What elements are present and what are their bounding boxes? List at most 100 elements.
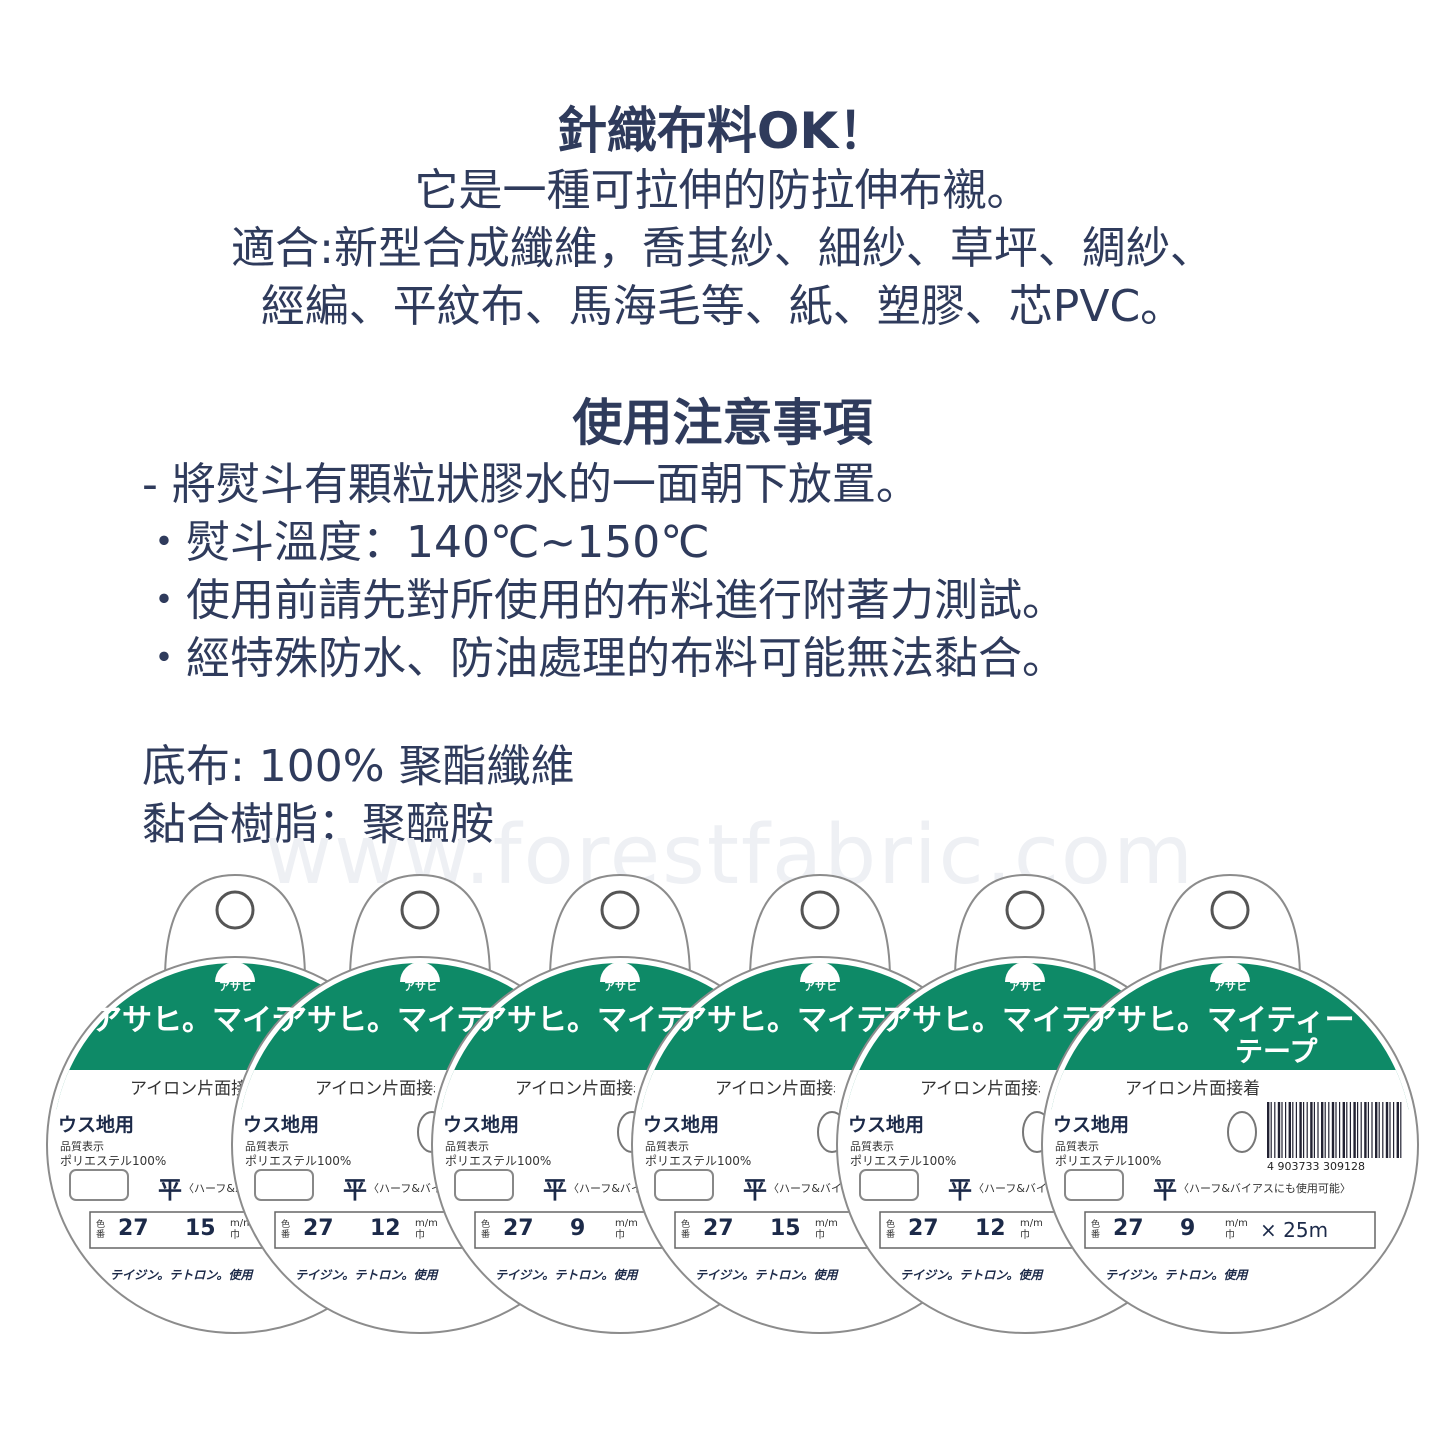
color-number: 27 <box>503 1216 534 1241</box>
sun-logo-icon <box>1005 962 1045 982</box>
hanger-hole <box>215 890 255 930</box>
intro-section: 針織布料OK！ 它是一種可拉伸的防拉伸布襯。 適合:新型合成纖維，喬其紗、細紗、… <box>0 100 1445 336</box>
sun-logo-icon <box>800 962 840 982</box>
color-number-label: 色番 <box>281 1220 291 1240</box>
color-number: 27 <box>908 1216 939 1241</box>
use-label: ウス地用 <box>443 1114 520 1136</box>
sun-logo-icon <box>400 962 440 982</box>
intro-title: 針織布料OK！ <box>556 102 889 160</box>
material-label: ポリエステル100% <box>645 1154 752 1168</box>
flat-label: 平 <box>1153 1176 1177 1204</box>
footer-brand: テイジン。テトロン。使用 <box>110 1268 253 1282</box>
color-number: 27 <box>303 1216 334 1241</box>
notes-item: ・熨斗溫度：140℃~150℃ <box>142 517 710 568</box>
blank-box <box>654 1169 714 1201</box>
flat-label: 平 <box>343 1176 367 1204</box>
notes-item: ・經特殊防水、防油處理的布料可能無法黏合。 <box>142 633 1066 684</box>
spec-base-fabric: 底布: 100% 聚酯纖維 <box>142 741 575 792</box>
width-unit: m/m巾 <box>1225 1218 1248 1241</box>
blank-box <box>69 1169 129 1201</box>
flat-note: 〈ハーフ&バイアスにも使用可能〉 <box>768 1182 843 1195</box>
spec-table <box>1084 1211 1376 1249</box>
quality-label: 品質表示 <box>645 1140 689 1153</box>
intro-line-3: 經編、平紋布、馬海毛等、紙、塑膠、芯PVC。 <box>260 281 1185 332</box>
footer-brand: テイジン。テトロン。使用 <box>495 1268 638 1282</box>
blank-box <box>1064 1169 1124 1201</box>
hanger-hole <box>600 890 640 930</box>
color-number-label: 色番 <box>886 1220 896 1240</box>
hanger-hole <box>800 890 840 930</box>
product-subtitle: アイロン片面接着 <box>920 1079 1040 1099</box>
brand-label: アサヒ <box>219 980 252 993</box>
material-label: ポリエステル100% <box>1055 1154 1162 1168</box>
tape-width: 12 <box>975 1216 1006 1241</box>
quality-label: 品質表示 <box>245 1140 289 1153</box>
brand-label: アサヒ <box>604 980 637 993</box>
footer-brand: テイジン。テトロン。使用 <box>1105 1268 1248 1282</box>
product-name: アサヒ。マイティー <box>1087 1003 1355 1038</box>
spec-resin: 黏合樹脂：聚醯胺 <box>142 799 494 850</box>
quality-label: 品質表示 <box>850 1140 894 1153</box>
use-label: ウス地用 <box>643 1114 720 1136</box>
subtitle-band <box>1048 1070 1412 1110</box>
hanger-hole <box>1210 890 1250 930</box>
footer-brand: テイジン。テトロン。使用 <box>295 1268 438 1282</box>
tape-length: × 25m <box>1260 1218 1329 1242</box>
color-number: 27 <box>1113 1216 1144 1241</box>
brand-label: アサヒ <box>1009 980 1042 993</box>
color-number-label: 色番 <box>481 1220 491 1240</box>
sun-logo-icon <box>215 962 255 982</box>
flat-note: 〈ハーフ&バイアスにも使用可能〉 <box>368 1182 443 1195</box>
sun-logo-icon <box>1210 962 1250 982</box>
material-label: ポリエステル100% <box>245 1154 352 1168</box>
intro-line-1: 它是一種可拉伸的防拉伸布襯。 <box>414 165 1031 216</box>
flat-note: 〈ハーフ&バイアスにも使用可能〉 <box>568 1182 643 1195</box>
tape-width: 15 <box>770 1216 801 1241</box>
flat-label: 平 <box>743 1176 767 1204</box>
material-label: ポリエステル100% <box>850 1154 957 1168</box>
hanger-hole <box>400 890 440 930</box>
notes-item: ・使用前請先對所使用的布料進行附著力測試。 <box>142 575 1066 626</box>
brand-label: アサヒ <box>404 980 437 993</box>
use-label: ウス地用 <box>243 1114 320 1136</box>
use-label: ウス地用 <box>1053 1114 1130 1136</box>
width-unit: m/m巾 <box>415 1218 438 1241</box>
tape-width: 9 <box>570 1216 586 1241</box>
notes-title: 使用注意事項 <box>572 394 873 452</box>
flat-note: 〈ハーフ&バイアスにも使用可能〉 <box>1178 1182 1351 1195</box>
blank-box <box>254 1169 314 1201</box>
color-number-label: 色番 <box>681 1220 691 1240</box>
quality-label: 品質表示 <box>1055 1140 1099 1153</box>
blank-box <box>859 1169 919 1201</box>
brand-label: アサヒ <box>804 980 837 993</box>
width-unit: m/m巾 <box>230 1218 253 1241</box>
material-label: ポリエステル100% <box>60 1154 167 1168</box>
width-unit: m/m巾 <box>1020 1218 1043 1241</box>
tape-width: 15 <box>185 1216 216 1241</box>
width-unit: m/m巾 <box>615 1218 638 1241</box>
notes-list: - 將熨斗有顆粒狀膠水的一面朝下放置。 ・熨斗溫度：140℃~150℃ ・使用前… <box>142 456 1066 688</box>
intro-line-2: 適合:新型合成纖維，喬其紗、細紗、草坪、綢紗、 <box>231 223 1214 274</box>
spool-hole <box>1227 1111 1257 1153</box>
hanger-hole <box>1005 890 1045 930</box>
tape-width: 12 <box>370 1216 401 1241</box>
quality-label: 品質表示 <box>445 1140 489 1153</box>
footer-brand: テイジン。テトロン。使用 <box>695 1268 838 1282</box>
product-subtitle: アイロン片面接着 <box>315 1079 435 1099</box>
product-subtitle: アイロン片面接着 <box>515 1079 635 1099</box>
color-number-label: 色番 <box>1091 1220 1101 1240</box>
footer-brand: テイジン。テトロン。使用 <box>900 1268 1043 1282</box>
use-label: ウス地用 <box>848 1114 925 1136</box>
flat-label: 平 <box>543 1176 567 1204</box>
flat-label: 平 <box>158 1176 182 1204</box>
product-subtitle: アイロン片面接着 <box>715 1079 835 1099</box>
blank-box <box>454 1169 514 1201</box>
product-disc-graphic <box>1041 873 1419 1334</box>
notes-item: - 將熨斗有顆粒狀膠水的一面朝下放置。 <box>142 459 920 510</box>
color-number-label: 色番 <box>96 1220 106 1240</box>
notes-title-wrap: 使用注意事項 <box>0 392 1445 454</box>
flat-label: 平 <box>948 1176 972 1204</box>
product-images: アサヒアサヒ。マイティーアイロン片面接着ウス地用品質表示ポリエステル100%平〈… <box>0 870 1445 1340</box>
barcode-icon <box>1267 1102 1402 1158</box>
quality-label: 品質表示 <box>60 1140 104 1153</box>
